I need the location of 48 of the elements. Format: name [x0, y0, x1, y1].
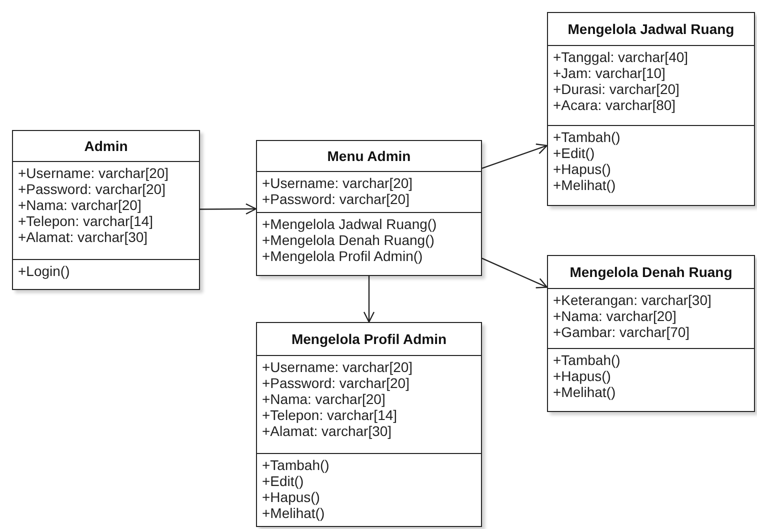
- method-text: +Melihat(): [262, 505, 325, 521]
- attribute-text: +Tanggal: varchar[40]: [553, 49, 688, 65]
- attribute-text: +Password: varchar[20]: [262, 191, 410, 207]
- attribute-text: +Telepon: varchar[14]: [262, 407, 398, 423]
- method-text: +Melihat(): [553, 177, 616, 193]
- attribute-text: +Username: varchar[20]: [262, 359, 413, 375]
- association-arrow: [482, 144, 548, 169]
- attribute-text: +Keterangan: varchar[30]: [553, 292, 712, 308]
- attribute-text: +Nama: varchar[20]: [18, 197, 142, 213]
- attribute-text: +Telepon: varchar[14]: [18, 213, 154, 229]
- class-box: [547, 12, 755, 206]
- method-text: +Mengelola Denah Ruang(): [262, 232, 434, 248]
- class-box: [547, 255, 755, 412]
- method-text: +Edit(): [262, 473, 304, 489]
- method-text: +Tambah(): [553, 129, 620, 145]
- method-text: +Mengelola Jadwal Ruang(): [262, 216, 437, 232]
- association-arrow: [363, 276, 375, 323]
- class-box: [256, 140, 482, 276]
- attribute-text: +Alamat: varchar[30]: [262, 423, 392, 439]
- method-text: +Tambah(): [262, 457, 330, 473]
- method-text: +Hapus(): [553, 368, 611, 384]
- method-text: +Tambah(): [553, 352, 620, 368]
- attribute-text: +Username: varchar[20]: [18, 165, 169, 181]
- attribute-text: +Acara: varchar[80]: [553, 97, 676, 113]
- class-name: Admin: [84, 138, 128, 154]
- class-box: [12, 130, 200, 290]
- method-text: +Edit(): [553, 145, 595, 161]
- attribute-text: +Password: varchar[20]: [18, 181, 166, 197]
- class-name: Menu Admin: [327, 148, 411, 164]
- method-text: +Mengelola Profil Admin(): [262, 248, 423, 264]
- class-name: Mengelola Jadwal Ruang: [568, 21, 734, 37]
- attribute-text: +Nama: varchar[20]: [262, 391, 386, 407]
- attribute-text: +Password: varchar[20]: [262, 375, 410, 391]
- attribute-text: +Alamat: varchar[30]: [18, 229, 148, 245]
- class-box: [256, 322, 482, 527]
- attribute-text: +Nama: varchar[20]: [553, 308, 676, 324]
- attribute-text: +Username: varchar[20]: [262, 175, 413, 191]
- association-arrow: [200, 203, 257, 215]
- attribute-text: +Jam: varchar[10]: [553, 65, 666, 81]
- method-text: +Melihat(): [553, 384, 616, 400]
- method-text: +Hapus(): [553, 161, 611, 177]
- method-text: +Hapus(): [262, 489, 320, 505]
- class-name: Mengelola Profil Admin: [291, 331, 447, 347]
- class-name: Mengelola Denah Ruang: [570, 264, 732, 280]
- method-text: +Login(): [18, 263, 70, 279]
- attribute-text: +Durasi: varchar[20]: [553, 81, 680, 97]
- attribute-text: +Gambar: varchar[70]: [553, 324, 690, 340]
- association-arrow: [482, 258, 548, 288]
